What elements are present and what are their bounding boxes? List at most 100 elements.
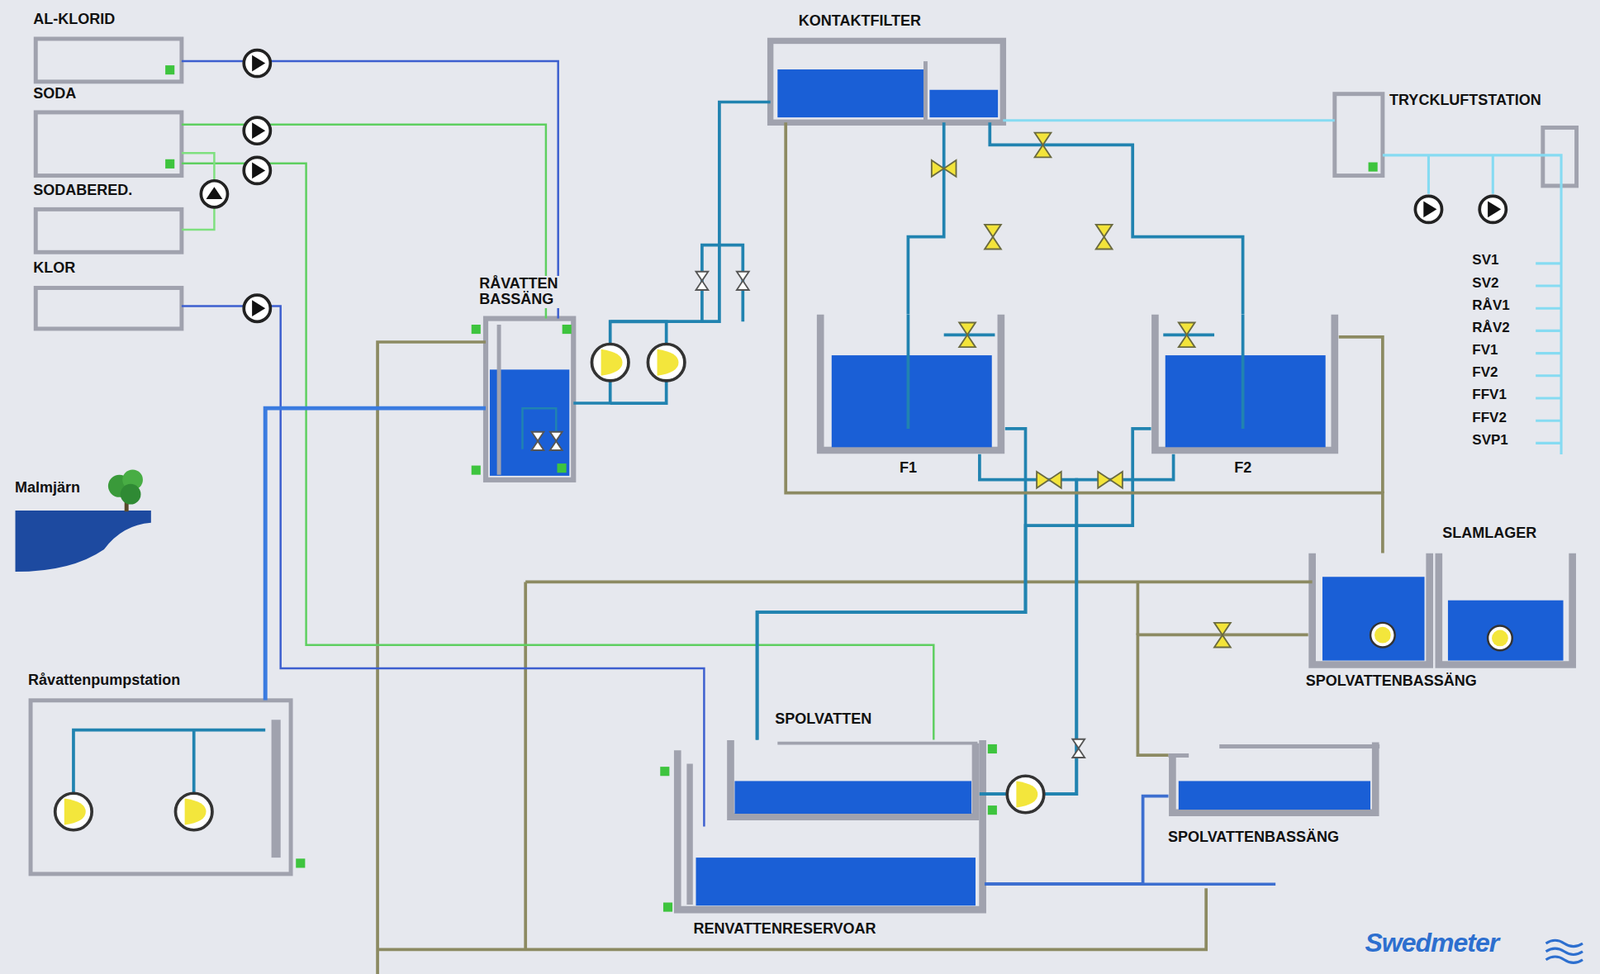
lake — [120, 484, 142, 505]
valve-symbol — [531, 432, 545, 451]
pipe-connector — [989, 122, 1243, 314]
pipe-connector — [181, 163, 934, 741]
chemical-tank — [35, 208, 182, 252]
air-line — [1428, 155, 1493, 195]
drain-line — [377, 887, 1206, 950]
tank-label: SLAMLAGER — [1440, 525, 1539, 542]
chemical-tank — [1543, 127, 1577, 186]
chemical-tank — [35, 112, 182, 176]
pipe — [907, 314, 1243, 429]
valve-symbol — [1096, 224, 1113, 250]
tank-label: AL-KLORID — [31, 11, 117, 29]
valve-symbol — [1178, 322, 1196, 348]
washwater-basin: SPOLVATTENBASSÄNG — [1167, 741, 1380, 817]
tank-label: KLOR — [31, 260, 77, 277]
pipe-connector — [573, 102, 770, 404]
level-indicator — [165, 159, 175, 169]
valve-symbol — [1036, 471, 1062, 489]
washwater-tank: SPOLVATTEN — [726, 740, 980, 820]
tank-wall — [1312, 553, 1430, 665]
pipe-connector — [757, 428, 1026, 741]
tank-inner-wall — [1167, 745, 1380, 755]
drain-line — [377, 337, 1383, 974]
pump-symbol — [591, 343, 628, 380]
pump-symbol — [243, 50, 271, 77]
station-wall — [271, 719, 281, 858]
filter-tank: F2 — [1150, 313, 1339, 454]
valve-tag: SV1 — [1471, 252, 1500, 269]
valve-tag: FFV1 — [1471, 387, 1508, 404]
level-indicator — [987, 805, 998, 815]
valve-symbol — [550, 432, 563, 451]
drain-line — [1136, 581, 1140, 635]
pipe — [73, 730, 266, 794]
pump-symbol — [175, 792, 212, 830]
level-indicator — [562, 324, 572, 334]
tank-wall — [485, 318, 574, 480]
brand-logo: Swedmeter — [1362, 928, 1501, 958]
tank-label: SPOLVATTENBASSÄNG — [1304, 673, 1479, 690]
water — [1322, 576, 1425, 660]
drain-line — [1338, 337, 1383, 494]
chemical-tank — [35, 38, 182, 82]
pipe-connector — [979, 454, 1077, 794]
tank-label: F1 — [897, 460, 919, 477]
level-indicator — [471, 324, 481, 334]
valve-symbol — [984, 224, 1002, 250]
pump-station: Råvattenpumpstation — [30, 699, 291, 874]
tank-label: SPOLVATTENBASSÄNG — [1166, 829, 1341, 846]
contact-filter: KONTAKTFILTER — [770, 40, 1004, 123]
pump-symbol — [243, 156, 271, 184]
air-line — [1535, 263, 1562, 444]
brand-wave — [1546, 948, 1583, 955]
washwater-basin: SPOLVATTENBASSÄNG — [1308, 553, 1434, 670]
water — [489, 369, 570, 476]
valve-symbol — [531, 132, 1231, 758]
pump-symbol — [243, 117, 271, 144]
tank-inner-wall — [686, 763, 693, 905]
tank-label: Malmjärn — [13, 479, 82, 497]
sludge-tank: SLAMLAGER — [1434, 553, 1577, 670]
valve-symbol — [1097, 471, 1123, 489]
chemical-tank: AL-KLORID — [35, 38, 182, 82]
compressed-air-station: TRYCKLUFTSTATION — [1334, 94, 1383, 176]
valve-symbol — [1072, 739, 1085, 758]
brand-wave — [1546, 940, 1583, 946]
chemical-tank — [30, 700, 291, 874]
water — [831, 355, 993, 447]
level-indicator — [1368, 162, 1378, 172]
tank-inner-wall — [497, 324, 502, 475]
lake: Malmjärn — [15, 510, 152, 572]
pump-symbol — [647, 343, 684, 380]
chemical-tank — [30, 38, 1577, 874]
tank-wall — [730, 740, 975, 817]
pipe — [944, 333, 1215, 338]
tank-label: F2 — [1232, 460, 1254, 477]
water — [695, 857, 975, 906]
drain-line — [523, 581, 528, 950]
brand-wave — [1546, 940, 1583, 963]
valve-symbol — [736, 271, 750, 290]
chemical-tank: KLOR — [35, 287, 182, 328]
pipe-connector — [181, 306, 705, 827]
pump-symbol — [243, 294, 271, 322]
chemical-tank — [1334, 94, 1383, 176]
tank-label: TRYCKLUFTSTATION — [1387, 92, 1544, 110]
tank-label: SODABERED. — [31, 182, 134, 200]
raw-water-basin: RÅVATTEN BASSÄNG — [485, 318, 574, 480]
drain-line — [525, 580, 1312, 584]
pump-symbol — [1487, 626, 1513, 651]
clean-water-reservoir: RENVATTENRESERVOAR — [673, 826, 985, 914]
level-indicator — [165, 65, 175, 75]
level-indicator — [295, 858, 305, 868]
tank-label: RÅVATTEN BASSÄNG — [477, 275, 584, 309]
pump-symbol — [55, 50, 1513, 831]
valve-symbol — [1214, 622, 1231, 648]
level-indicator — [663, 902, 673, 912]
valve-symbol — [695, 271, 708, 290]
tank-wall — [1172, 741, 1376, 812]
tank-inner-wall — [777, 741, 978, 746]
